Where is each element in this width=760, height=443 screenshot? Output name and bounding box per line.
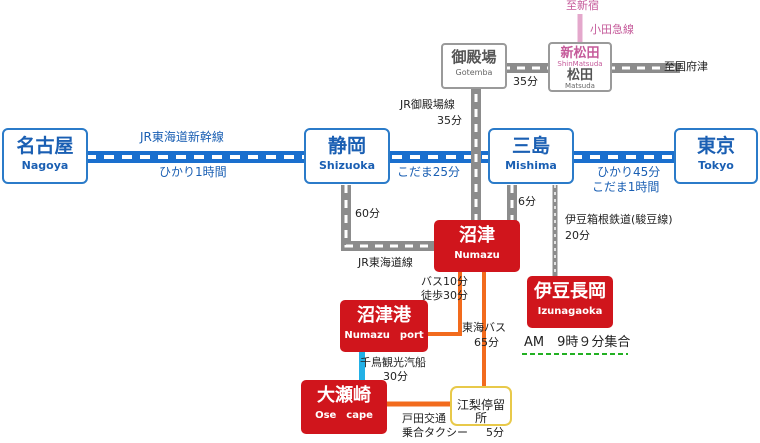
label-izuhakone-time: 20分: [565, 229, 590, 242]
label-gotemba-line-time: 35分: [437, 114, 462, 127]
label-izuhakone-line: 伊豆箱根鉄道(駿豆線): [565, 213, 673, 226]
station-izunagaoka-en: Izunagaoka: [537, 305, 603, 317]
station-nagoya-en: Nagoya: [21, 158, 69, 172]
label-to-kozu: 至国府津: [664, 60, 708, 73]
station-shinmatsuda-jp: 新松田: [560, 46, 600, 61]
station-numazu-port-jp: 沼津港: [357, 305, 411, 326]
label-shared-taxi: 乗合タクシー: [402, 426, 468, 439]
label-hikari-45: ひかり45分: [597, 165, 661, 179]
jr-tokaido-line: [341, 185, 436, 251]
station-shinmatsuda-matsuda[interactable]: 新松田 ShinMatsuda 松田 Matsuda: [548, 42, 612, 92]
label-kodama-1h: こだま1時間: [592, 180, 660, 194]
station-gotemba-jp: 御殿場: [451, 48, 497, 66]
station-tokyo-jp: 東京: [696, 135, 735, 157]
label-tokai-bus-time: 65分: [474, 336, 499, 349]
station-gotemba-en: Gotemba: [455, 67, 493, 77]
station-ose-cape-en: Ose cape: [315, 409, 373, 421]
stop-heda[interactable]: 江梨停留所: [450, 386, 512, 426]
station-numazu-port-en: Numazu port: [344, 329, 424, 341]
label-tokai-bus: 東海バス: [462, 321, 506, 334]
station-numazu[interactable]: 沼津 Numazu: [434, 220, 520, 272]
label-gotemba-matsuda-time: 35分: [513, 75, 538, 88]
label-shizuoka-numazu-time: 60分: [355, 207, 380, 220]
station-ose-cape-jp: 大瀬崎: [317, 385, 371, 406]
station-shizuoka-en: Shizuoka: [318, 158, 376, 172]
station-izunagaoka[interactable]: 伊豆長岡 Izunagaoka: [527, 276, 613, 328]
label-tokaido-shinkansen: JR東海道新幹線: [140, 130, 224, 144]
label-kodama-25: こだま25分: [397, 165, 461, 179]
label-taxi-time: 5分: [486, 426, 504, 439]
station-shinmatsuda-en: ShinMatsuda: [557, 60, 603, 69]
label-mishima-numazu-time: 6分: [518, 195, 536, 208]
station-matsuda-jp: 松田: [566, 67, 593, 83]
label-odakyu: 小田急線: [590, 23, 634, 36]
station-tokyo[interactable]: 東京 Tokyo: [674, 128, 758, 184]
label-bus-10: バス10分: [421, 275, 468, 288]
station-matsuda-en: Matsuda: [565, 82, 595, 91]
label-walk-30: 徒歩30分: [421, 289, 468, 302]
station-nagoya-jp: 名古屋: [16, 135, 74, 157]
station-shizuoka-jp: 静岡: [327, 135, 366, 157]
station-numazu-en: Numazu: [454, 249, 500, 261]
station-mishima-en: Mishima: [505, 158, 557, 172]
station-izunagaoka-jp: 伊豆長岡: [534, 281, 606, 302]
station-shizuoka[interactable]: 静岡 Shizuoka: [304, 128, 390, 184]
label-meeting-time: AM 9時９分集合: [524, 335, 631, 350]
label-chidori-time: 30分: [383, 370, 408, 383]
label-hikari-1h: ひかり1時間: [159, 165, 227, 179]
label-heda-kotsu: 戸田交通: [402, 412, 446, 425]
label-gotemba-line: JR御殿場線: [400, 98, 455, 111]
station-numazu-port[interactable]: 沼津港 Numazu port: [340, 300, 428, 352]
stop-heda-jp: 江梨停留所: [456, 398, 505, 426]
station-tokyo-en: Tokyo: [698, 158, 734, 172]
station-nagoya[interactable]: 名古屋 Nagoya: [2, 128, 88, 184]
station-ose-cape[interactable]: 大瀬崎 Ose cape: [301, 380, 387, 434]
station-numazu-jp: 沼津: [459, 225, 495, 246]
station-gotemba[interactable]: 御殿場 Gotemba: [441, 43, 507, 89]
label-to-shinjuku: 至新宿: [566, 0, 599, 12]
station-mishima-jp: 三島: [511, 135, 550, 157]
label-tokaido-line: JR東海道線: [358, 256, 413, 269]
label-chidori-ship: 千鳥観光汽船: [360, 356, 426, 369]
station-mishima[interactable]: 三島 Mishima: [488, 128, 574, 184]
